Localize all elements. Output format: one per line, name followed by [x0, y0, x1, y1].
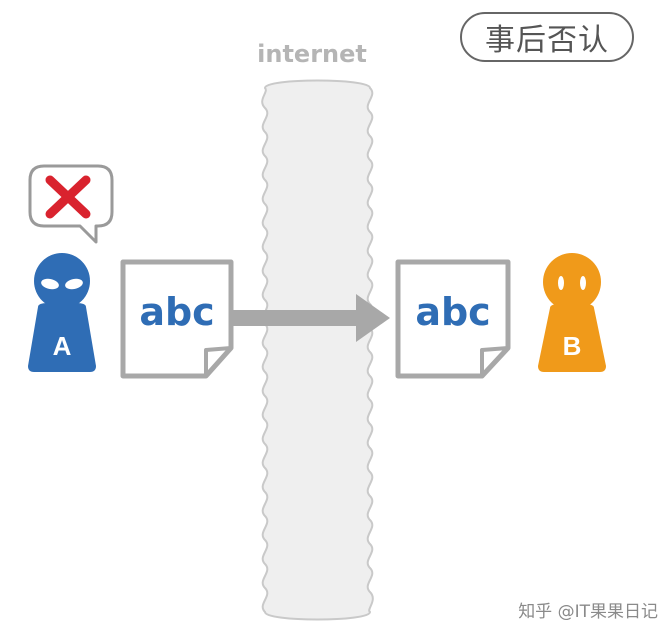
received-document: [395, 259, 511, 379]
person-b: [538, 253, 606, 372]
sender-letter: A: [52, 331, 72, 361]
title-badge: 事后否认: [460, 12, 634, 62]
internet-band: [261, 79, 374, 621]
internet-label: internet: [257, 40, 367, 68]
sent-message-text: abc: [139, 290, 215, 334]
red-x-icon: [45, 175, 91, 219]
person-a: [28, 253, 96, 372]
speech-bubble: [28, 164, 114, 244]
receiver-letter: B: [562, 331, 582, 361]
received-message-text: abc: [415, 290, 491, 334]
watermark: 知乎 @IT果果日记: [518, 602, 658, 622]
transmit-arrow: [231, 294, 390, 342]
sent-document: [120, 259, 234, 379]
